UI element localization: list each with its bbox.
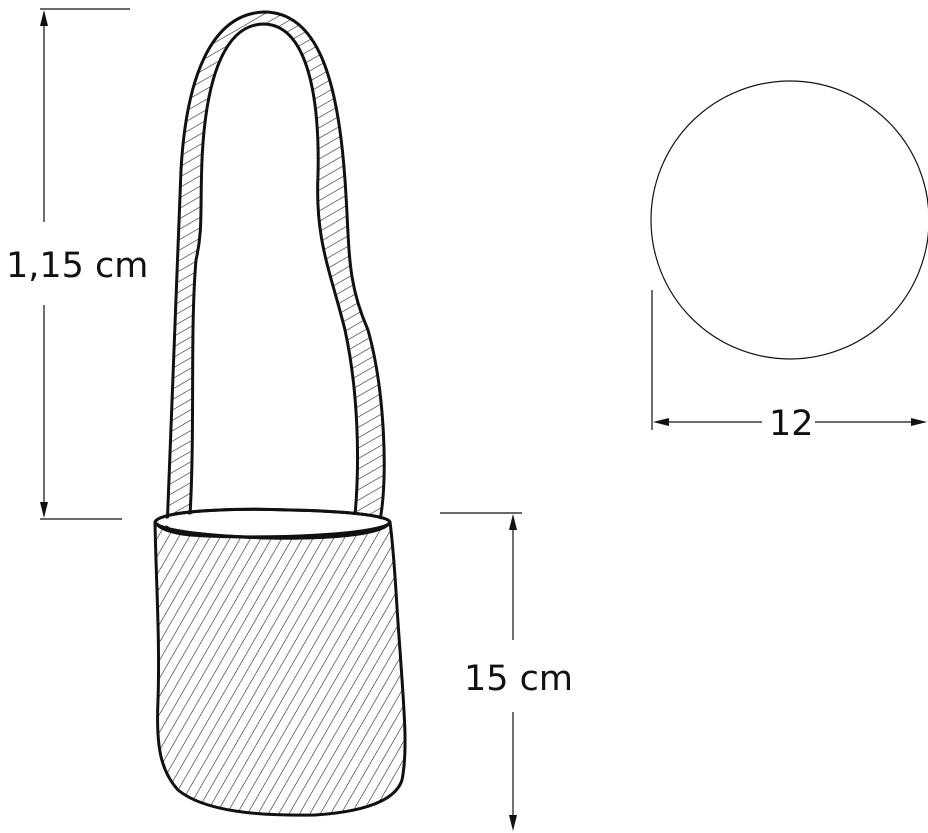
strap-dim-arrow-bottom xyxy=(40,502,48,518)
strap-hatched-band xyxy=(167,12,385,530)
strap-inner-outline xyxy=(188,22,359,516)
bag-rim-front-line xyxy=(153,521,392,540)
bag-height-label: 15 cm xyxy=(464,659,573,699)
bag-height-dimension: 15 cm xyxy=(440,512,573,831)
strap-height-label: 1,15 cm xyxy=(6,246,148,286)
bag-strap xyxy=(165,10,386,531)
bag-body xyxy=(153,507,407,817)
bag-dim-arrow-top xyxy=(509,514,517,530)
strap-dim-arrow-top xyxy=(40,10,48,26)
strap-height-dimension: 1,15 cm xyxy=(6,8,148,520)
bag-dim-arrow-bottom xyxy=(509,815,517,831)
base-diameter-label: 12 xyxy=(769,404,814,444)
base-circle-view: 12 xyxy=(650,80,928,444)
diameter-arrow-left xyxy=(653,418,669,426)
bag-rim-back-line xyxy=(153,507,392,524)
bag-opening xyxy=(160,511,386,535)
base-circle xyxy=(650,80,928,360)
strap-outer-outline xyxy=(165,10,386,531)
diameter-arrow-right xyxy=(911,418,927,426)
bag-body-hatched xyxy=(153,520,407,817)
